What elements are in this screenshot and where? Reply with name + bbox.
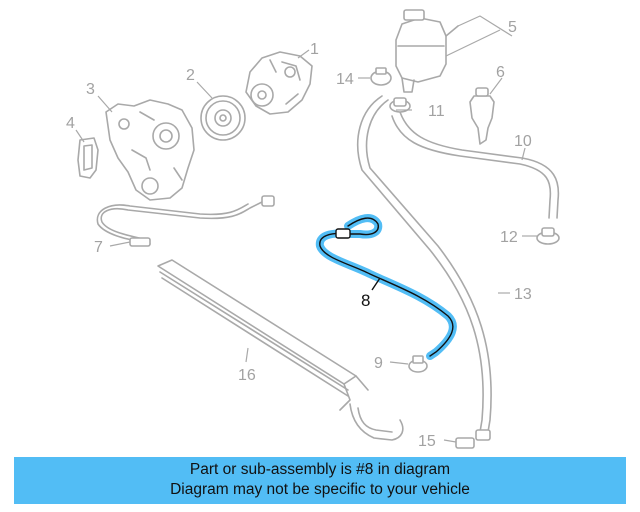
- part-11-connector[interactable]: [389, 97, 411, 113]
- callout-5[interactable]: 5: [508, 19, 517, 36]
- callout-11[interactable]: 11: [428, 103, 445, 120]
- part-5-reservoir[interactable]: [395, 9, 459, 93]
- banner-line-1: Part or sub-assembly is #8 in diagram: [189, 461, 451, 478]
- part-16-cooler[interactable]: [157, 259, 404, 441]
- callout-labels: 1 2 3 4 5 6 7 8 9 10 11 12 13 14 15 16: [66, 19, 532, 450]
- part-7-pressure-hose[interactable]: [96, 195, 275, 247]
- part-15-fitting[interactable]: [455, 437, 475, 449]
- callout-7[interactable]: 7: [94, 239, 103, 256]
- part-1-steering-pump[interactable]: [245, 51, 313, 115]
- callout-16[interactable]: 16: [238, 367, 256, 384]
- callout-1[interactable]: 1: [310, 41, 319, 58]
- callout-10[interactable]: 10: [514, 133, 532, 150]
- callout-14[interactable]: 14: [336, 71, 354, 88]
- leader-lines: [75, 15, 538, 443]
- callout-3[interactable]: 3: [86, 81, 95, 98]
- callout-2[interactable]: 2: [186, 67, 195, 84]
- callout-9[interactable]: 9: [374, 355, 383, 372]
- part-4-gasket[interactable]: [77, 137, 99, 179]
- part-13-long-hose[interactable]: [356, 95, 492, 441]
- callout-8[interactable]: 8: [361, 291, 370, 310]
- part-9-clip[interactable]: [408, 355, 428, 373]
- banner-line-2: Diagram may not be specific to your vehi…: [170, 481, 470, 498]
- callout-12[interactable]: 12: [500, 229, 518, 246]
- callout-13[interactable]: 13: [514, 286, 532, 303]
- part-2-pulley[interactable]: [200, 95, 246, 141]
- part-8-hose-highlighted[interactable]: [315, 214, 457, 360]
- part-10-return-hose[interactable]: [391, 111, 560, 219]
- callout-15[interactable]: 15: [418, 433, 436, 450]
- part-12-clamp[interactable]: [536, 227, 560, 245]
- callout-6[interactable]: 6: [496, 64, 505, 81]
- parts-diagram: 1 2 3 4 5 6 7 8 9 10 11 12 13 14 15 16: [66, 9, 560, 450]
- part-6-reservoir-cap[interactable]: [469, 87, 495, 145]
- info-banner: Part or sub-assembly is #8 in diagram Di…: [14, 457, 626, 504]
- part-3-bracket[interactable]: [105, 99, 195, 201]
- part-14-cap[interactable]: [370, 67, 392, 86]
- callout-4[interactable]: 4: [66, 115, 75, 132]
